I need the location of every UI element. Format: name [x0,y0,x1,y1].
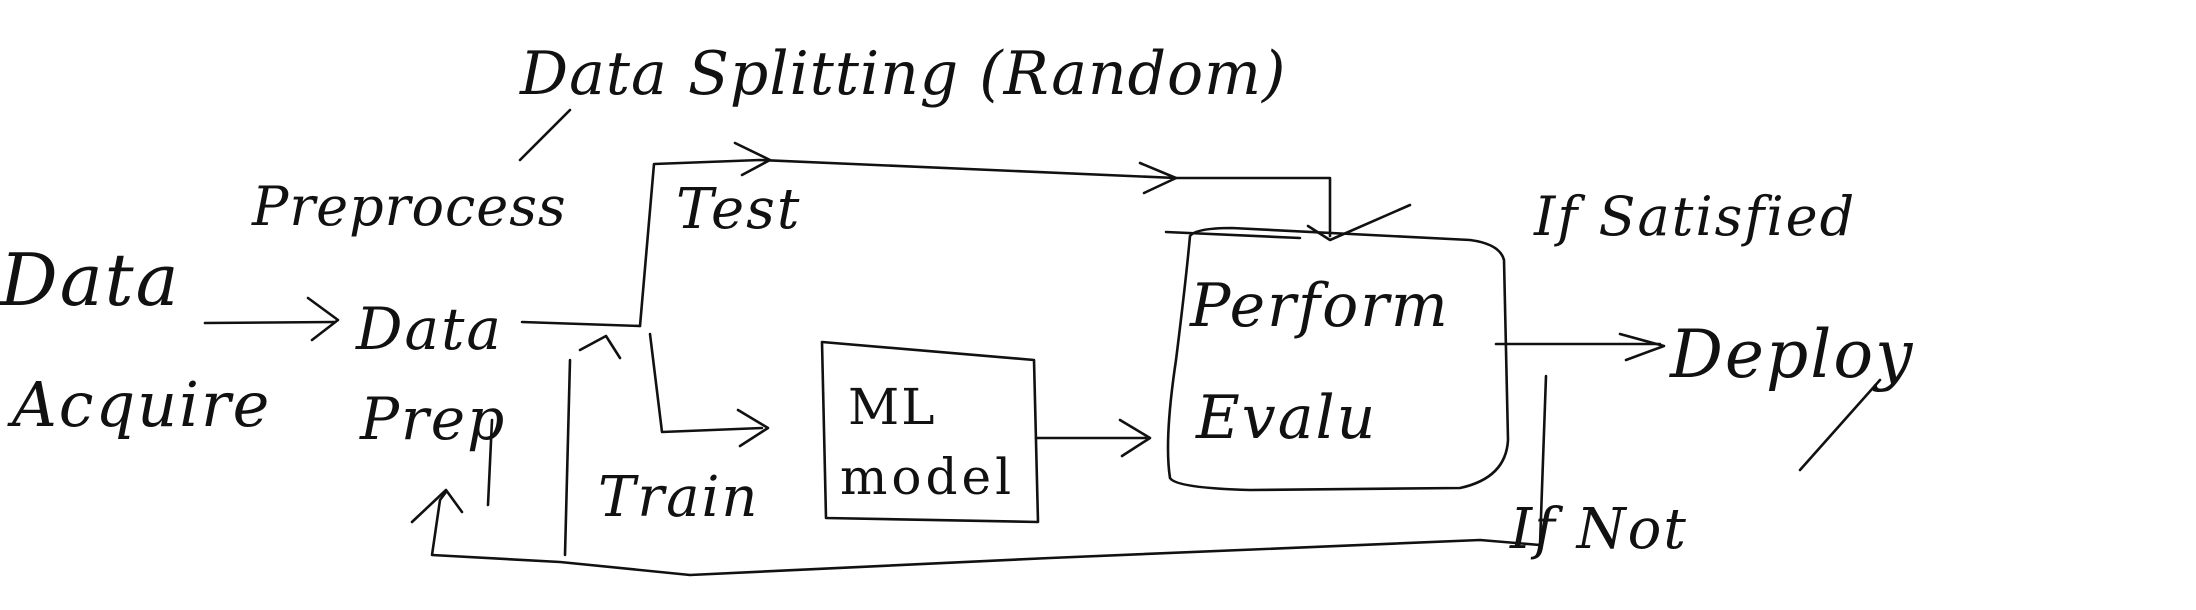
data-splitting-label: Data Splitting (Random) [520,39,1287,109]
prep-data-label-line1: Data [356,295,503,363]
split-to-test-path [638,158,1332,328]
prep-data-label-line2: Prep [360,385,507,453]
model-to-eval-arrowhead [1118,418,1152,458]
acquire-to-prep-arrowhead [306,296,340,342]
if-not-label: If Not [1510,497,1688,562]
perf-eval-label-line2: Evalu [1196,383,1378,453]
train-label: Train [598,465,760,530]
feedback-hook [578,334,622,360]
ml-model-box[interactable] [820,340,1040,524]
ml-model-label-line1: ML [848,378,937,436]
ml-model-label-line2: model [840,448,1016,506]
data-acquire-label-line1: Data [0,238,181,322]
data-splitting-underline [518,108,572,162]
test-into-eval-tick [1306,203,1412,242]
data-acquire-label-line2: Acquire [12,368,272,441]
prep-to-split-line [520,320,642,328]
if-satisfied-label: If Satisfied [1534,185,1857,248]
eval-to-deploy-arrowhead [1618,332,1666,362]
test-path-arrowhead-2 [1138,161,1178,195]
perf-eval-label-line1: Perform [1190,271,1450,341]
split-to-train-path [648,332,764,434]
deploy-flourish [1798,378,1882,472]
prep-stroke [486,418,494,507]
deploy-label: Deploy [1670,316,1915,393]
perf-eval-top-stroke [1164,230,1302,240]
perf-eval-box[interactable] [1166,226,1510,492]
feedback-vertical-line [563,358,572,557]
train-path-arrowhead [736,408,770,448]
test-path-arrowhead-1 [733,141,772,177]
feedback-loop-path [430,374,1548,577]
feedback-loop-arrowhead [410,488,464,524]
preprocess-label: Preprocess [252,175,567,238]
test-label: Test [676,177,802,242]
acquire-to-prep-arrow [203,320,337,325]
